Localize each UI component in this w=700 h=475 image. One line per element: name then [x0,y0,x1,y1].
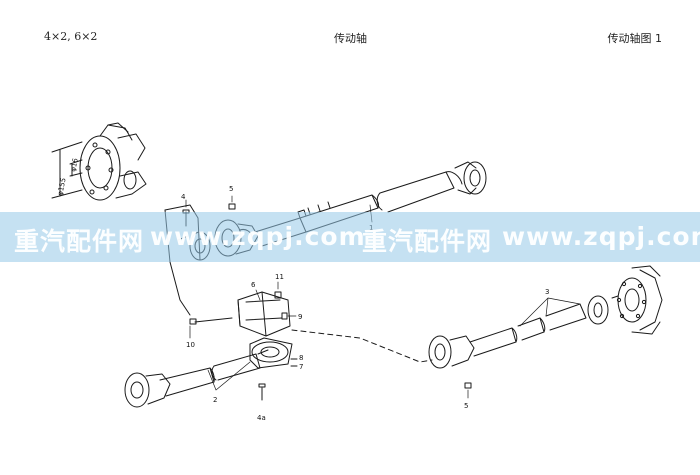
callout-10: 10 [186,341,195,349]
watermark-text-4: www.zqpj.com [502,222,700,251]
callout-9: 9 [298,313,302,321]
callout-4: 4 [181,193,186,201]
header-figure-label: 传动轴图 1 [607,32,663,45]
callout-6: 6 [251,281,256,289]
connector-dashed-line [291,329,433,363]
lower-left-drive-shaft [124,349,269,408]
dim-outer-diameter: φ155 [56,177,68,196]
flange-yoke-detail [51,122,147,201]
nut-5-top [228,195,236,210]
callout-5-bottom: 5 [464,402,468,410]
header-vehicle-config: 4×2, 6×2 [44,30,98,43]
watermark-band [0,212,700,262]
header-title: 传动轴 [334,32,367,45]
callout-8: 8 [299,354,303,362]
watermark-text-1: 重汽配件网 [14,227,145,256]
lower-right-drive-shaft [428,265,663,399]
watermark-text-2: www.zqpj.com [150,222,366,251]
callout-4a: 4a [257,414,266,422]
callout-5-top: 5 [229,185,233,193]
callout-2: 2 [213,396,217,404]
watermark-text-3: 重汽配件网 [362,227,493,256]
dim-inner-diameter: φ16 [69,157,80,172]
callout-11: 11 [275,273,284,281]
callout-3: 3 [545,288,549,296]
callout-7: 7 [299,363,303,371]
center-bearing-bracket [189,281,298,401]
